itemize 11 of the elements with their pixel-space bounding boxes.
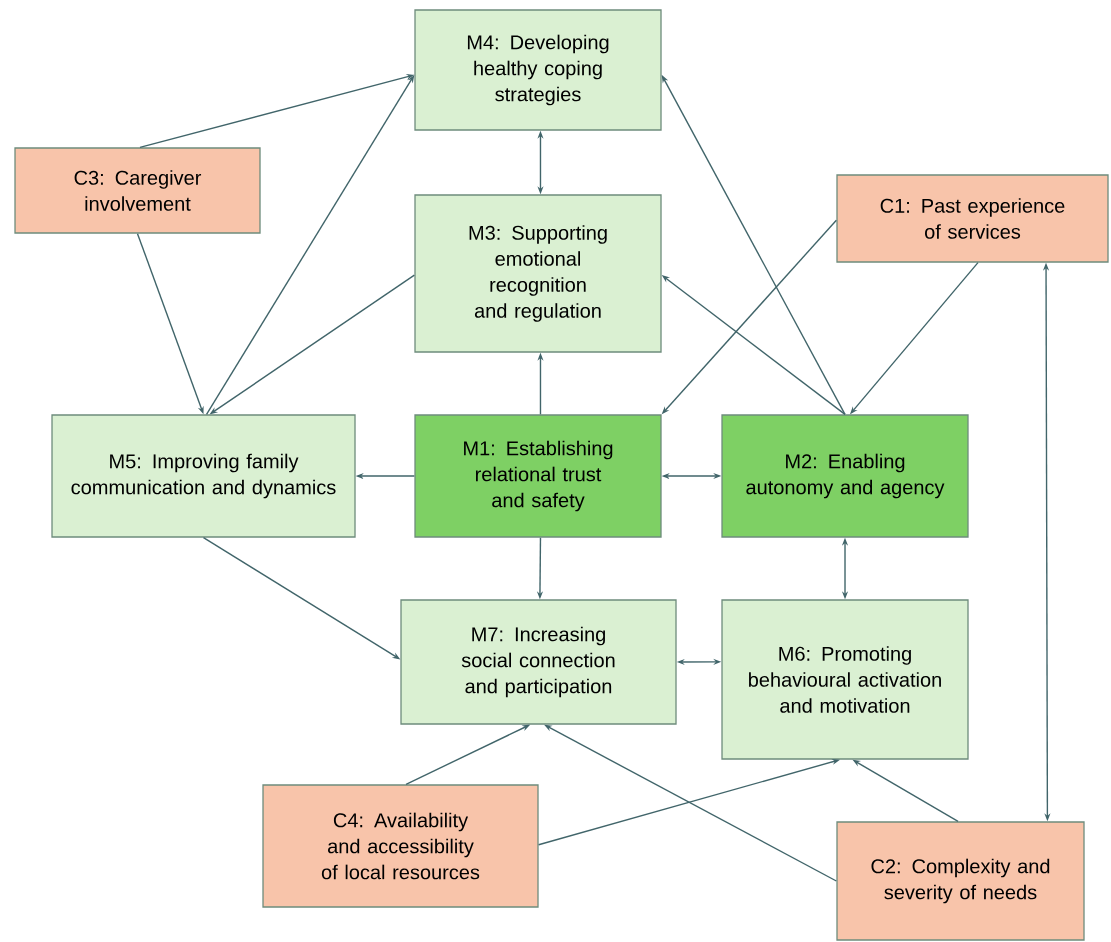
mechanism-box: M7: Increasing social connection and participation — [400, 599, 677, 725]
context-box: C4: Availability and accessibility of local resources — [262, 784, 539, 908]
context-box: C1: Past experience of services — [836, 174, 1109, 263]
context-box: C2: Complexity and severity of needs — [836, 821, 1085, 941]
mechanism-box: M1: Establishing relational trust and safety — [414, 414, 662, 538]
mechanism-box: M4: Developing healthy coping strategies — [414, 9, 662, 131]
mechanism-box: M3: Supporting emotional recognition and regulation — [414, 194, 662, 353]
mechanism-box: M6: Promoting behavioural activation and motivation — [721, 599, 969, 760]
mechanism-box: M5: Improving family communication and dynamics — [51, 414, 356, 538]
mechanism-box: M2: Enabling autonomy and agency — [721, 414, 969, 538]
context-box: C3: Caregiver involvement — [14, 147, 261, 234]
